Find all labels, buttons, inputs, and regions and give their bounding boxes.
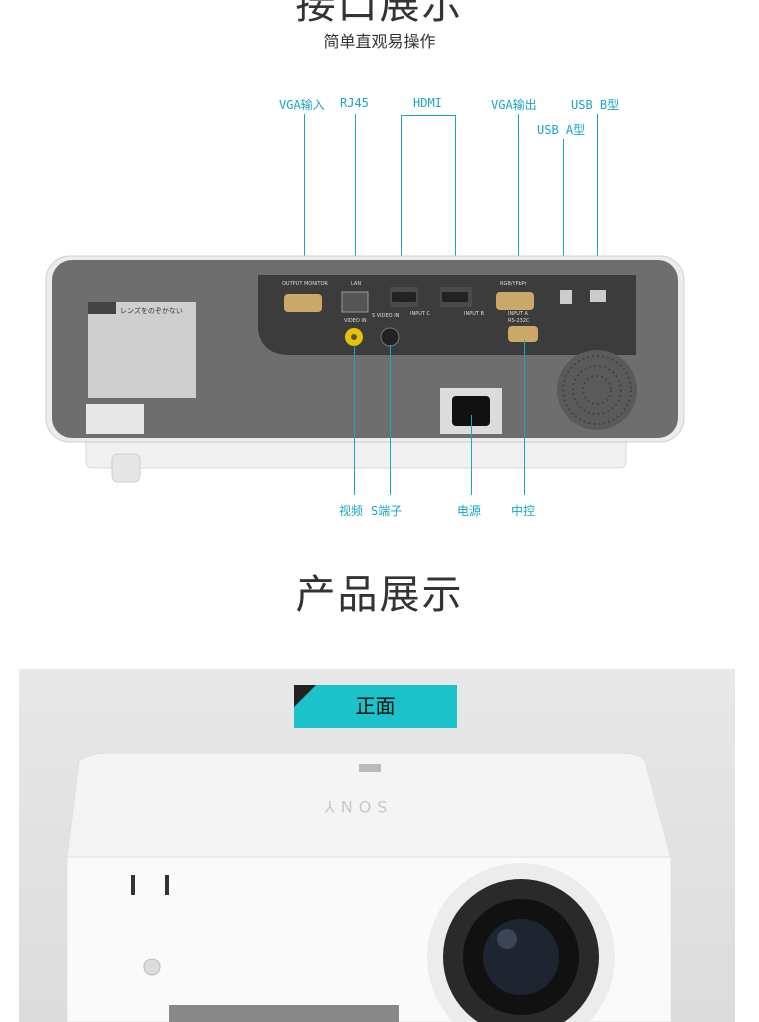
section-title-interfaces: 接口展示 <box>295 0 464 28</box>
port-vga-input <box>496 292 534 310</box>
leader-line-rj45 <box>355 114 356 290</box>
callout-video: 视频 <box>339 504 364 518</box>
callout-usb-a: USB A型 <box>537 123 586 137</box>
leader-line-usb-a <box>563 139 564 284</box>
leader-line-vga-in <box>304 114 305 292</box>
callout-control: 中控 <box>511 504 536 518</box>
section-subtitle: 简单直观易操作 <box>323 32 436 51</box>
callout-vga-in: VGA输入 <box>279 98 325 112</box>
section-title-product: 产品展示 <box>295 572 464 618</box>
port-hdmi-b <box>442 292 468 302</box>
callout-s-terminal: S端子 <box>371 504 403 518</box>
power-inlet <box>452 396 490 426</box>
panel-label-rgb-ypbpr: RGB/YPbPr <box>500 281 527 287</box>
leader-line-usb-b <box>597 114 598 282</box>
callout-rj45: RJ45 <box>340 96 369 110</box>
leader-line-s-terminal <box>390 345 391 495</box>
callout-hdmi: HDMI <box>413 96 442 110</box>
leader-line-hdmi-bar <box>401 115 455 116</box>
leader-line-power <box>471 415 472 495</box>
port-rs232c <box>508 326 538 342</box>
leader-line-video <box>354 345 355 495</box>
panel-label-output-monitor: OUTPUT MONITOR <box>282 281 328 287</box>
projector-rear-panel-image <box>45 255 685 483</box>
port-rj45 <box>341 291 369 313</box>
front-tag-background <box>294 685 457 728</box>
panel-label-s-video-in: S VIDEO IN <box>372 313 400 319</box>
panel-label-input-c: INPUT C <box>410 311 431 317</box>
port-usb-b <box>560 290 572 304</box>
brand-logo: SONY <box>319 797 388 816</box>
sticker-warning-text: レンズをのぞかない <box>120 307 183 315</box>
callout-usb-b: USB B型 <box>571 98 620 112</box>
panel-label-lan: LAN <box>351 281 362 287</box>
adjust-foot <box>111 453 141 483</box>
port-vga-output <box>284 294 322 312</box>
panel-label-video-in: VIDEO IN <box>344 318 367 324</box>
leader-line-hdmi-left <box>401 115 402 287</box>
port-s-video <box>380 327 400 347</box>
leader-line-control <box>524 340 525 495</box>
front-tag-label: 正面 <box>355 694 396 718</box>
port-hdmi-c <box>392 292 416 302</box>
front-tag-corner <box>294 685 316 707</box>
callout-vga-out: VGA输出 <box>491 98 537 112</box>
leader-line-hdmi-right <box>455 115 456 287</box>
callout-power: 电源 <box>457 504 482 518</box>
port-usb-a <box>590 290 606 302</box>
panel-label-input-a: INPUT A <box>508 311 528 317</box>
leader-line-vga-out <box>518 114 519 290</box>
panel-label-rs232c: RS-232C <box>508 318 530 324</box>
panel-label-input-b: INPUT B <box>464 311 484 317</box>
